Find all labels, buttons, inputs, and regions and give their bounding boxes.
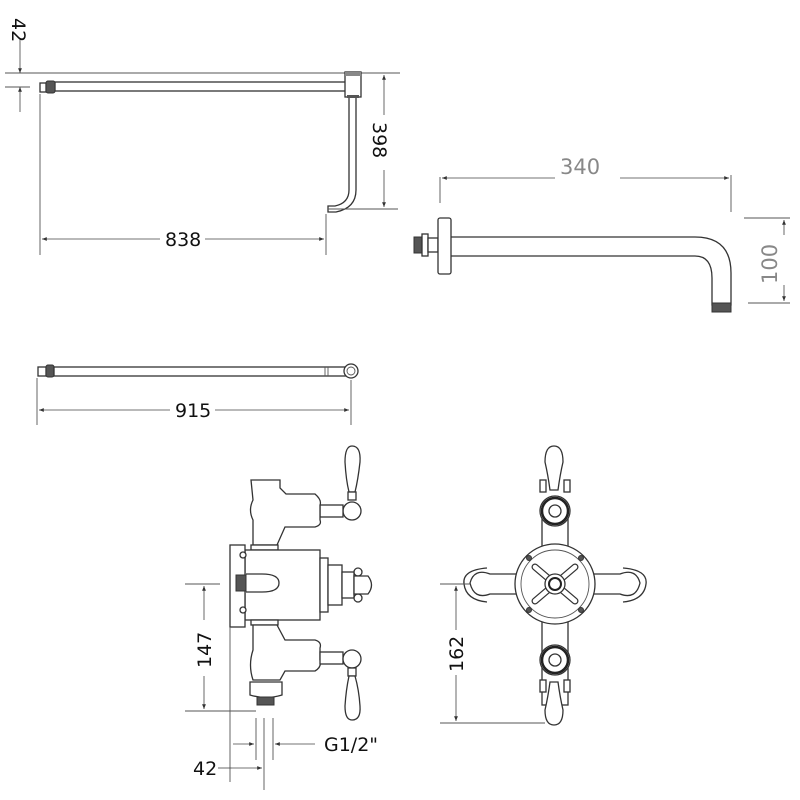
valve-body: [244, 549, 321, 621]
bottom-lever-handle: [344, 675, 361, 721]
straight-pipe: [53, 366, 348, 377]
dim-arm-projection: 340: [560, 155, 600, 179]
outlet-thread: [256, 696, 275, 706]
bottom-valve-housing: [249, 624, 322, 681]
thermostat-knob: [353, 575, 373, 595]
riser-rail-straight-view: 915: [36, 363, 359, 425]
shower-arm-view: 340 100: [413, 155, 790, 313]
down-pipe: [327, 98, 357, 213]
dim-valve-front-height: 162: [446, 636, 468, 672]
top-valve-housing: [249, 479, 322, 546]
top-lever-handle: [344, 445, 361, 493]
front-top-lever: [544, 445, 564, 491]
valve-side-view: 147 G1/2" 42: [185, 445, 378, 790]
thread-nipple: [413, 236, 423, 254]
arm-tube: [451, 236, 732, 306]
wall-flange: [437, 217, 452, 275]
horizontal-pipe: [54, 81, 348, 92]
dim-riser-offset: 42: [7, 18, 29, 42]
dim-valve-side-height: 147: [194, 632, 216, 668]
front-bottom-lever: [544, 681, 564, 726]
left-inlet: [469, 571, 521, 597]
riser-rail-top-view: 42 398 838: [5, 18, 400, 255]
dim-riser-drop: 398: [368, 122, 390, 158]
dim-rail-length: 915: [175, 400, 211, 422]
right-inlet: [589, 571, 641, 597]
valve-front-view: 162: [440, 445, 647, 726]
rail-end-bracket: [343, 363, 359, 379]
dim-valve-thread: G1/2": [324, 734, 378, 756]
dim-valve-depth: 42: [193, 758, 217, 780]
dim-arm-drop: 100: [758, 244, 782, 284]
dim-riser-length: 838: [165, 229, 201, 251]
